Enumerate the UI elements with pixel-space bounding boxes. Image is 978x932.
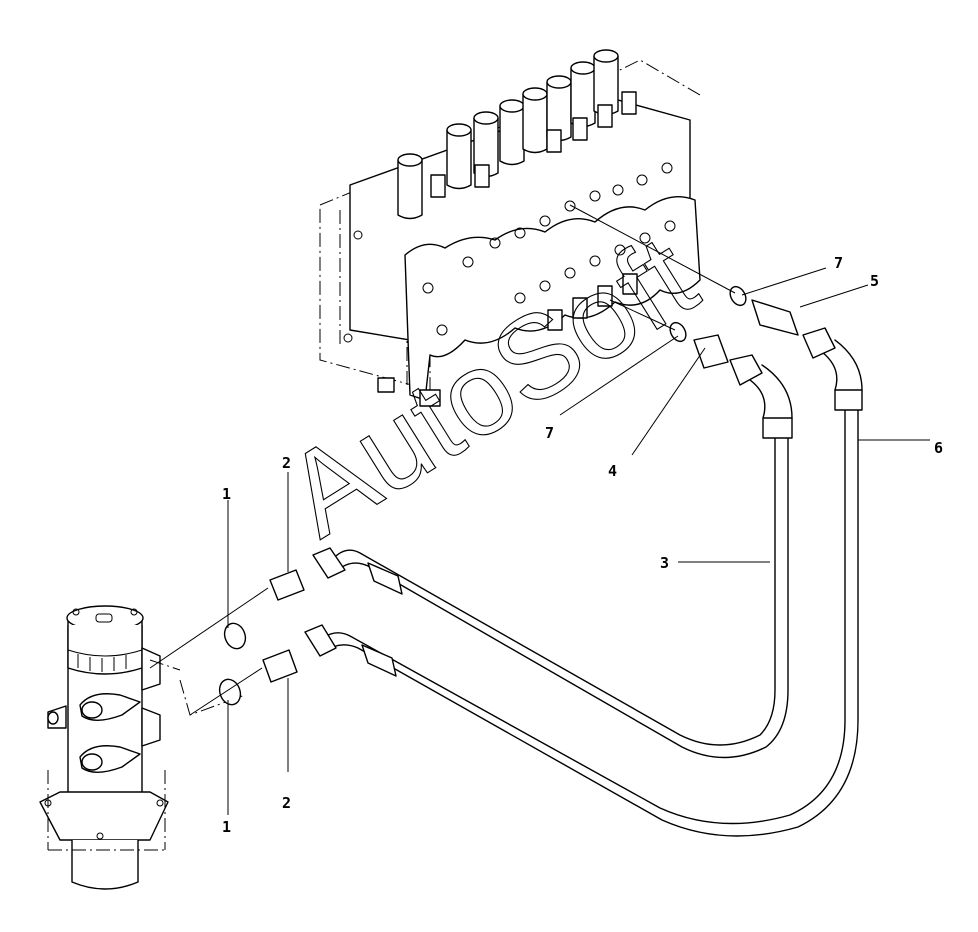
bottom-ports [377, 273, 638, 407]
callout-5: 5 [870, 272, 879, 290]
hose-3 [312, 354, 793, 759]
callout-6: 6 [934, 439, 943, 457]
spool-caps [397, 49, 619, 220]
o-ring-1-upper [223, 622, 247, 650]
callout-4: 4 [608, 462, 617, 480]
fittings [149, 204, 799, 716]
o-ring-1-lower [218, 678, 242, 706]
callout-7-upper: 7 [834, 254, 843, 272]
o-ring-7-upper [729, 285, 747, 307]
hose-6 [304, 327, 863, 837]
relief-valves [430, 91, 637, 198]
swivel-joint [39, 605, 246, 890]
callout-leaders [227, 267, 930, 815]
callout-2-lower: 2 [282, 794, 291, 812]
callout-3: 3 [660, 554, 669, 572]
callout-7-lower: 7 [545, 424, 554, 442]
callout-1-upper: 1 [222, 485, 231, 503]
o-ring-7-lower [669, 321, 687, 343]
callout-2-upper: 2 [282, 454, 291, 472]
control-valve [319, 49, 701, 407]
callout-1-lower: 1 [222, 818, 231, 836]
